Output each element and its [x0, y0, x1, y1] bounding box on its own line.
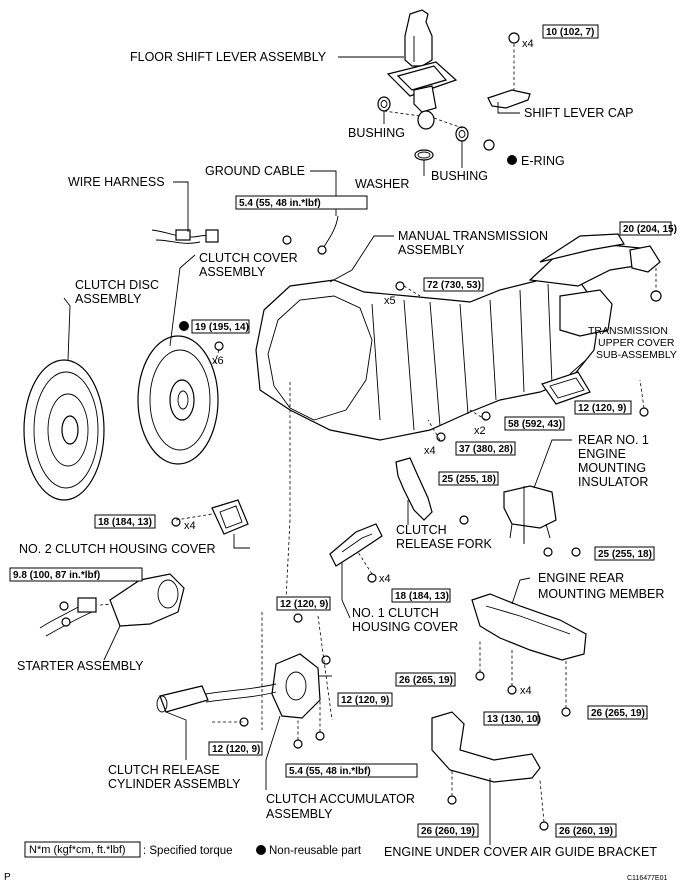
torque-acc-right: 12 (120, 9) [341, 695, 389, 706]
torque-no2-cover: 18 (184, 13) [98, 517, 152, 528]
nonreusable-legend-dot-icon [256, 845, 266, 855]
corner-figure-id: C116477E01 [627, 875, 667, 882]
torque-starter: 9.8 (100, 87 in.*lbf) [13, 570, 100, 581]
torque-cyl: 12 (120, 9) [212, 744, 260, 755]
torque-member-left: 26 (265, 19) [399, 675, 453, 686]
torque-acc-top: 12 (120, 9) [280, 599, 328, 610]
label-e-ring: E-RING [521, 154, 565, 168]
wire-harness-drawing [151, 229, 219, 244]
floor-shift-lever-drawing [386, 9, 458, 130]
label-accumulator-1: CLUTCH ACCUMULATOR [266, 792, 415, 806]
starter-drawing [39, 573, 185, 637]
label-air-guide-bracket: ENGINE UNDER COVER AIR GUIDE BRACKET [384, 845, 657, 859]
label-clutch-disc-1: CLUTCH DISC [75, 278, 159, 292]
label-rear-mount-2: ENGINE [578, 447, 626, 461]
dashed-alignment-lines [99, 285, 645, 823]
torque-bracket-left: 26 (260, 19) [421, 826, 475, 837]
label-trans-upper-cover-2: UPPER COVER [598, 337, 675, 349]
legend: N*m (kgf*cm, ft.*lbf) : Specified torque… [24, 841, 362, 858]
engine-rear-mounting-member-drawing [471, 593, 587, 661]
corner-left-code: P [4, 872, 11, 883]
transmission-upper-cover-drawing [541, 371, 591, 405]
label-release-cylinder-2: CYLINDER ASSEMBLY [108, 777, 241, 791]
mult-x5: x5 [384, 295, 396, 307]
torque-no1-cover: 18 (184, 13) [395, 591, 449, 602]
label-release-cylinder-1: CLUTCH RELEASE [108, 763, 220, 777]
mult-x4-no2: x4 [184, 520, 196, 532]
shift-lever-cap-drawing [487, 32, 531, 109]
torque-boxes [9, 24, 672, 838]
label-trans-upper-cover-3: SUB-ASSEMBLY [596, 349, 677, 361]
torque-shift-cap: 10 (102, 7) [546, 27, 594, 38]
torque-member-13: 13 (130, 10) [487, 714, 541, 725]
mult-x4-37: x4 [424, 445, 436, 457]
label-accumulator-2: ASSEMBLY [266, 807, 333, 821]
torque-member-right: 26 (265, 19) [591, 708, 645, 719]
label-no1-clutch-housing-2: HOUSING COVER [352, 620, 458, 634]
torque-bracket-right: 26 (260, 19) [559, 826, 613, 837]
no2-clutch-housing-cover-drawing [211, 499, 249, 535]
ground-cable-drawing [282, 215, 339, 255]
mult-x4-no1: x4 [379, 573, 391, 585]
label-rear-mount-4: INSULATOR [578, 475, 648, 489]
torque-37: 37 (380, 28) [459, 444, 513, 455]
label-manual-transmission-2: ASSEMBLY [398, 243, 465, 257]
legend-nonreusable: Non-reusable part [269, 845, 362, 857]
legend-unit-box: N*m (kgf*cm, ft.*lbf) [29, 844, 126, 856]
clutch-release-cylinder-drawing [156, 683, 277, 713]
label-no2-clutch-housing-cover: NO. 2 CLUTCH HOUSING COVER [19, 542, 216, 556]
label-clutch-release-fork-2: RELEASE FORK [396, 537, 493, 551]
torque-58: 58 (592, 43) [508, 419, 562, 430]
torque-trans-main: 72 (730, 53) [427, 280, 481, 291]
label-shift-lever-cap: SHIFT LEVER CAP [524, 106, 634, 120]
label-floor-shift-lever: FLOOR SHIFT LEVER ASSEMBLY [130, 50, 327, 64]
label-manual-transmission-1: MANUAL TRANSMISSION [398, 229, 548, 243]
torque-upper-right: 20 (204, 15) [623, 224, 677, 235]
label-clutch-disc-2: ASSEMBLY [75, 292, 142, 306]
torque-rear-mount-right: 25 (255, 18) [598, 549, 652, 560]
rear-engine-mount-insulator-drawing [503, 485, 557, 542]
label-trans-upper-cover-1: TRANSMISSION [588, 325, 668, 337]
label-bushing-2: BUSHING [431, 169, 488, 183]
mult-x4-cap: x4 [522, 38, 534, 50]
label-bushing-1: BUSHING [348, 126, 405, 140]
mult-x6: x6 [212, 355, 224, 367]
label-rear-mount-1: REAR NO. 1 [578, 433, 649, 447]
label-engine-rear-member-2: MOUNTING MEMBER [538, 587, 664, 601]
legend-unit-text: : Specified torque [143, 845, 233, 857]
label-washer: WASHER [355, 177, 409, 191]
label-no1-clutch-housing-1: NO. 1 CLUTCH [352, 606, 439, 620]
clutch-cover-drawing [137, 335, 219, 465]
label-engine-rear-member-1: ENGINE REAR [538, 571, 624, 585]
clutch-release-fork-drawing [395, 457, 433, 521]
mult-x2: x2 [474, 425, 486, 437]
air-guide-bracket-drawing [431, 711, 541, 783]
mult-x4-member: x4 [520, 685, 532, 697]
label-ground-cable: GROUND CABLE [205, 164, 305, 178]
label-wire-harness: WIRE HARNESS [68, 175, 165, 189]
label-clutch-release-fork-1: CLUTCH [396, 523, 447, 537]
no1-clutch-housing-cover-drawing [329, 523, 383, 567]
nonreusable-dot-icon [179, 321, 189, 331]
torque-ground: 5.4 (55, 48 in.*lbf) [239, 198, 321, 209]
label-clutch-cover-2: ASSEMBLY [199, 265, 266, 279]
torque-rear-mount-top: 25 (255, 18) [442, 474, 496, 485]
label-clutch-cover-1: CLUTCH COVER [199, 251, 298, 265]
clutch-accumulator-drawing [271, 653, 332, 719]
label-starter: STARTER ASSEMBLY [17, 659, 144, 673]
torque-clutch-cover: 19 (195, 14) [195, 322, 249, 333]
nonreusable-dot-icon [507, 155, 517, 165]
clutch-disc-drawing [23, 359, 105, 501]
torque-acc-bottom: 5.4 (55, 48 in.*lbf) [289, 766, 371, 777]
manual-transmission-drawing [255, 233, 661, 441]
label-rear-mount-3: MOUNTING [578, 461, 646, 475]
torque-upper-cover: 12 (120, 9) [578, 403, 626, 414]
